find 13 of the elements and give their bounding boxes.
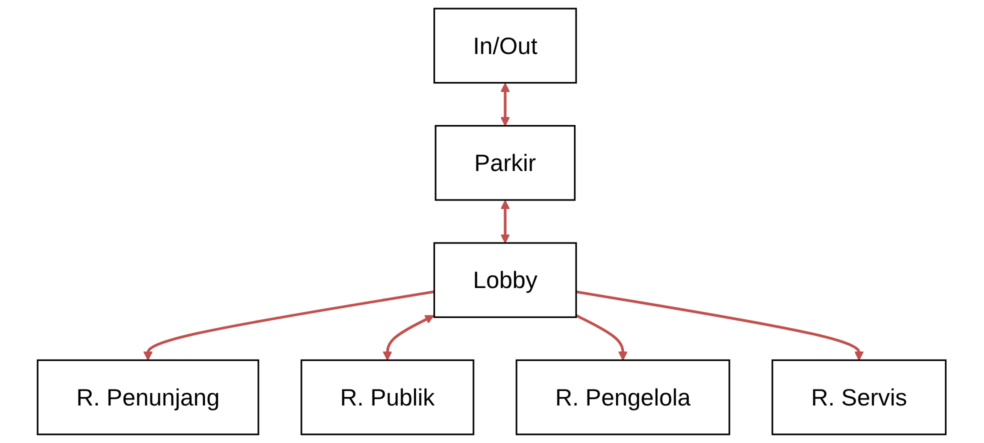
arrow: [383, 315, 435, 361]
node-box: R. Servis: [772, 359, 947, 436]
node-box: Parkir: [435, 125, 576, 201]
arrow: [500, 82, 510, 126]
arrow: [576, 290, 864, 361]
arrow: [144, 290, 435, 361]
arrow: [500, 200, 510, 244]
arrow: [576, 314, 628, 361]
node-box: In/Out: [434, 8, 578, 84]
node-box: Lobby: [434, 242, 578, 318]
node-box: R. Penunjang: [37, 359, 260, 436]
node-box: R. Publik: [300, 359, 475, 436]
node-box: R. Pengelola: [516, 359, 730, 436]
